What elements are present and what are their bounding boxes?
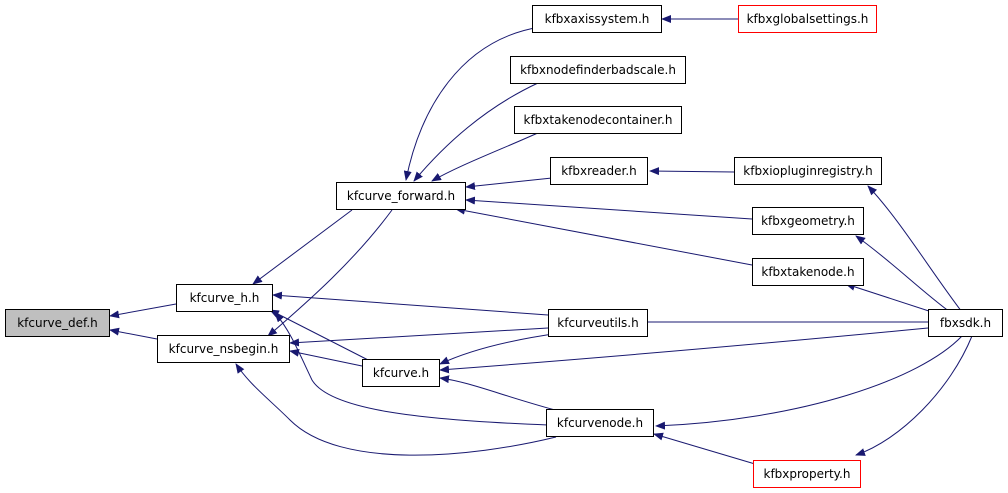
edge-kfcurveutils-to-kfcurve bbox=[439, 332, 561, 365]
node-kfcurve-h[interactable]: kfcurve_h.h bbox=[176, 284, 273, 312]
edge-kfbxgeometry-to-kfcurve_forward bbox=[465, 196, 753, 220]
edge-fbxsdk-to-kfbxiopluginregistry bbox=[867, 185, 963, 313]
edge-kfbxtakenodecontainer-to-kfcurve_forward bbox=[431, 131, 541, 182]
node-kfbxreader[interactable]: kfbxreader.h bbox=[550, 157, 648, 185]
node-label: kfbxaxissystem.h bbox=[544, 12, 650, 26]
node-kfbxiopluginregistry[interactable]: kfbxiopluginregistry.h bbox=[734, 157, 882, 185]
node-kfcurve-nsbegin[interactable]: kfcurve_nsbegin.h bbox=[157, 335, 290, 363]
node-label: kfcurveutils.h bbox=[557, 316, 639, 330]
node-kfbxproperty[interactable]: kfbxproperty.h bbox=[753, 460, 861, 488]
edge-kfbxtakenode-to-kfcurve_forward bbox=[455, 206, 753, 266]
edge-fbxsdk-to-kfbxproperty bbox=[855, 335, 973, 456]
node-label: kfbxreader.h bbox=[561, 164, 637, 178]
node-label: kfcurvenode.h bbox=[556, 416, 644, 430]
edge-kfcurve_forward-to-kfcurve_nsbegin bbox=[267, 209, 393, 337]
edge-kfcurve-to-kfcurve_nsbegin bbox=[289, 348, 363, 367]
node-kfbxnodefinderbadscale[interactable]: kfbxnodefinderbadscale.h bbox=[510, 56, 686, 84]
edge-kfbxreader-to-kfcurve_forward bbox=[465, 177, 553, 191]
node-kfbxtakenode[interactable]: kfbxtakenode.h bbox=[752, 258, 864, 286]
edge-kfcurve_forward-to-kfcurve_h bbox=[252, 209, 353, 285]
node-kfbxglobalsettings[interactable]: kfbxglobalsettings.h bbox=[738, 5, 877, 33]
node-label: kfbxproperty.h bbox=[763, 467, 851, 481]
edge-kfcurveutils-to-kfcurve_h bbox=[272, 291, 549, 316]
node-kfbxgeometry[interactable]: kfbxgeometry.h bbox=[752, 207, 864, 235]
node-label: kfcurve.h bbox=[372, 366, 430, 380]
edge-kfcurvenode-to-kfcurve_nsbegin bbox=[235, 363, 557, 456]
node-label: kfcurve_def.h bbox=[17, 316, 98, 330]
edge-kfbxiopluginregistry-to-kfbxreader bbox=[649, 167, 735, 176]
edge-kfcurve_nsbegin-to-kfcurve_def bbox=[109, 327, 158, 340]
edge-fbxsdk-to-kfbxtakenode bbox=[845, 282, 936, 314]
edge-kfbxaxissystem-to-kfcurve_forward bbox=[403, 26, 541, 181]
node-label: kfcurve_h.h bbox=[189, 291, 260, 305]
edge-kfcurveutils-to-kfcurve_nsbegin bbox=[289, 327, 549, 347]
edge-kfcurve-to-kfcurve_h bbox=[269, 309, 373, 363]
edge-kfcurvenode-to-kfcurve bbox=[439, 375, 556, 411]
edge-kfcurve_h-to-kfcurve_def bbox=[109, 303, 177, 319]
node-label: kfbxglobalsettings.h bbox=[746, 12, 869, 26]
edge-kfcurvenode-to-kfcurve_h bbox=[274, 312, 549, 426]
node-label: kfbxtakenodecontainer.h bbox=[523, 113, 673, 127]
node-label: kfbxtakenode.h bbox=[761, 265, 855, 279]
node-kfcurveutils[interactable]: kfcurveutils.h bbox=[548, 309, 648, 337]
edge-kfbxproperty-to-kfcurvenode bbox=[653, 432, 756, 465]
node-kfcurve[interactable]: kfcurve.h bbox=[362, 359, 440, 387]
node-label: kfbxgeometry.h bbox=[761, 214, 855, 228]
node-label: kfcurve_forward.h bbox=[346, 189, 456, 203]
node-kfbxtakenodecontainer[interactable]: kfbxtakenodecontainer.h bbox=[514, 106, 682, 134]
edge-fbxsdk-to-kfcurve bbox=[439, 327, 929, 374]
node-label: kfbxnodefinderbadscale.h bbox=[520, 63, 676, 77]
node-label: kfcurve_nsbegin.h bbox=[168, 342, 279, 356]
edge-kfbxnodefinderbadscale-to-kfcurve_forward bbox=[413, 82, 539, 182]
node-fbxsdk[interactable]: fbxsdk.h bbox=[928, 309, 1003, 337]
edge-fbxsdk-to-kfcurvenode bbox=[655, 335, 963, 430]
node-kfcurve-forward[interactable]: kfcurve_forward.h bbox=[336, 182, 466, 210]
node-label: fbxsdk.h bbox=[939, 316, 992, 330]
node-label: kfbxiopluginregistry.h bbox=[743, 164, 873, 178]
node-kfcurve-def: kfcurve_def.h bbox=[5, 309, 110, 337]
node-kfcurvenode[interactable]: kfcurvenode.h bbox=[546, 409, 654, 437]
node-kfbxaxissystem[interactable]: kfbxaxissystem.h bbox=[532, 5, 662, 33]
edge-fbxsdk-to-kfbxgeometry bbox=[855, 235, 951, 313]
